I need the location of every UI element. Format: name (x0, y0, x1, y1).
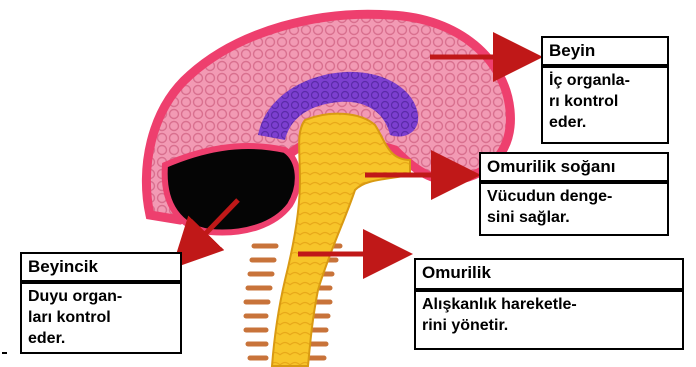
beyin-desc-line: eder. (549, 112, 661, 133)
omurilik-sogani-desc-box: Vücudun denge- sini sağlar. (479, 182, 669, 236)
cerebellum (165, 146, 298, 233)
beyin-title-box: Beyin (541, 36, 669, 66)
omurilik-sogani-desc-line: Vücudun denge- (487, 186, 661, 207)
beyincik-title: Beyincik (28, 257, 98, 276)
beyin-desc-box: İç organla- rı kontrol eder. (541, 66, 669, 144)
beyin-title: Beyin (549, 41, 595, 60)
omurilik-desc-line: Alışkanlık hareketle- (422, 294, 676, 315)
corner-dash (2, 352, 7, 354)
beyincik-desc-box: Duyu organ- ları kontrol eder. (20, 282, 182, 354)
beyincik-desc-line: Duyu organ- (28, 286, 174, 307)
omurilik-sogani-desc-line: sini sağlar. (487, 207, 661, 228)
beyin-desc-line: İç organla- (549, 70, 661, 91)
omurilik-desc-line: rini yönetir. (422, 315, 676, 336)
omurilik-desc-box: Alışkanlık hareketle- rini yönetir. (414, 290, 684, 350)
omurilik-title-box: Omurilik (414, 258, 684, 290)
beyin-desc-line: rı kontrol (549, 91, 661, 112)
omurilik-sogani-title-box: Omurilik soğanı (479, 152, 669, 182)
beyincik-desc-line: eder. (28, 328, 174, 349)
omurilik-sogani-title: Omurilik soğanı (487, 157, 615, 176)
beyincik-title-box: Beyincik (20, 252, 182, 282)
omurilik-title: Omurilik (422, 263, 491, 282)
beyincik-desc-line: ları kontrol (28, 307, 174, 328)
